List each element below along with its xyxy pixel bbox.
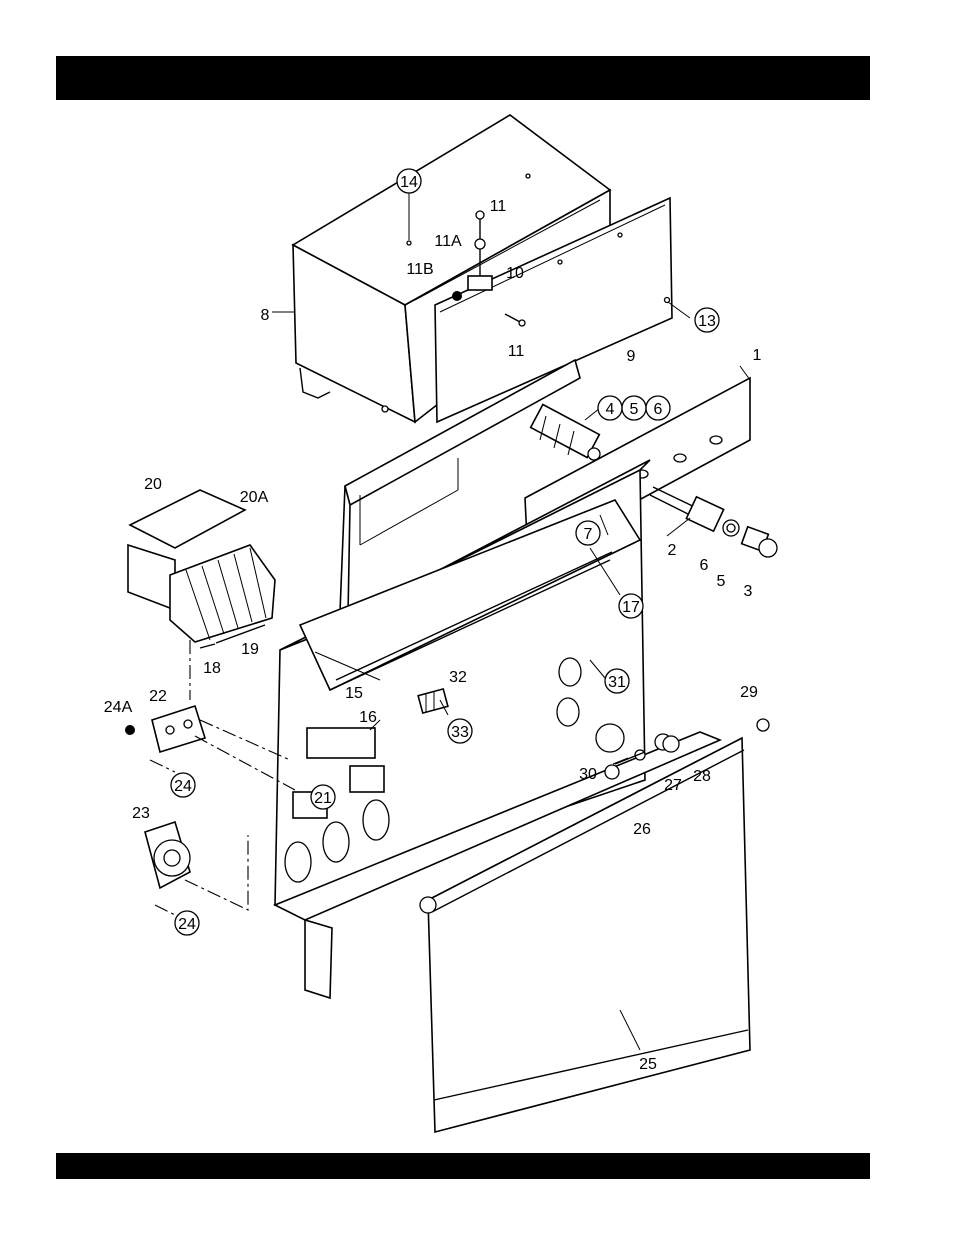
callout-6: 6 xyxy=(700,557,709,574)
callout-label: 28 xyxy=(693,768,711,785)
callout-label: 14 xyxy=(400,174,418,191)
callout-21: 21 xyxy=(311,785,335,809)
callout-9: 9 xyxy=(627,348,636,365)
callout-label: 21 xyxy=(314,790,332,807)
callout-label: 13 xyxy=(698,313,716,330)
callout-25: 25 xyxy=(639,1056,657,1073)
callout-27: 27 xyxy=(664,777,682,794)
callout-label: 33 xyxy=(451,724,469,741)
callout-label: 11 xyxy=(508,343,525,360)
callout-8: 8 xyxy=(261,307,270,324)
callout-5: 5 xyxy=(717,573,726,590)
callout-label: 3 xyxy=(744,583,753,600)
callout-10: 10 xyxy=(506,265,524,282)
callout-label: 16 xyxy=(359,709,377,726)
callout-1: 1 xyxy=(753,347,762,364)
callout-14: 14 xyxy=(397,169,421,193)
callout-5: 5 xyxy=(622,396,646,420)
callout-label: 11B xyxy=(406,261,433,278)
callout-11a: 11A xyxy=(434,233,462,250)
callout-label: 5 xyxy=(717,573,726,590)
callout-26: 26 xyxy=(633,821,651,838)
callout-24: 24 xyxy=(171,773,195,797)
callout-label: 18 xyxy=(203,660,221,677)
callout-label: 10 xyxy=(506,265,524,282)
callout-label: 27 xyxy=(664,777,682,794)
callout-label: 8 xyxy=(261,307,270,324)
callout-7: 7 xyxy=(576,521,600,545)
callout-24: 24 xyxy=(175,911,199,935)
callout-label: 5 xyxy=(630,401,639,418)
callout-label: 6 xyxy=(700,557,709,574)
callout-32: 32 xyxy=(449,669,467,686)
callout-label: 25 xyxy=(639,1056,657,1073)
roller-assembly xyxy=(531,404,600,460)
callout-11: 11 xyxy=(508,343,525,360)
callout-label: 32 xyxy=(449,669,467,686)
callout-18: 18 xyxy=(203,660,221,677)
callout-label: 11 xyxy=(490,198,507,215)
callout-30: 30 xyxy=(579,766,597,783)
callout-label: 1 xyxy=(753,347,762,364)
callout-11: 11 xyxy=(490,198,507,215)
callout-13: 13 xyxy=(695,308,719,332)
callout-2: 2 xyxy=(668,542,677,559)
callout-label: 29 xyxy=(740,684,758,701)
callout-label: 17 xyxy=(622,599,640,616)
callout-label: 6 xyxy=(654,401,663,418)
callout-33: 33 xyxy=(448,719,472,743)
callout-17: 17 xyxy=(619,594,643,618)
receptacle-22 xyxy=(125,706,205,752)
callout-24a: 24A xyxy=(104,699,133,716)
callout-22: 22 xyxy=(149,688,167,705)
callout-label: 20 xyxy=(144,476,162,493)
callout-label: 23 xyxy=(132,805,150,822)
callout-11b: 11B xyxy=(406,261,433,278)
callout-label: 30 xyxy=(579,766,597,783)
breaker-assembly xyxy=(128,490,275,648)
callout-label: 4 xyxy=(606,401,615,418)
callout-15: 15 xyxy=(345,685,363,702)
callout-4: 4 xyxy=(598,396,622,420)
callout-label: 2 xyxy=(668,542,677,559)
callout-29: 29 xyxy=(740,684,758,701)
callout-23: 23 xyxy=(132,805,150,822)
callout-label: 9 xyxy=(627,348,636,365)
callout-label: 20A xyxy=(240,489,269,506)
callout-19: 19 xyxy=(241,641,259,658)
callout-20: 20 xyxy=(144,476,162,493)
receptacle-23 xyxy=(145,822,190,888)
callout-label: 19 xyxy=(241,641,259,658)
callout-label: 24A xyxy=(104,699,133,716)
callout-label: 31 xyxy=(608,674,626,691)
callout-28: 28 xyxy=(693,768,711,785)
callout-label: 24 xyxy=(178,916,196,933)
callout-label: 11A xyxy=(434,233,462,250)
callout-31: 31 xyxy=(605,669,629,693)
callout-label: 26 xyxy=(633,821,651,838)
callout-6: 6 xyxy=(646,396,670,420)
callout-label: 15 xyxy=(345,685,363,702)
callout-20a: 20A xyxy=(240,489,269,506)
callout-label: 24 xyxy=(174,778,192,795)
callout-label: 7 xyxy=(584,526,593,543)
callout-label: 22 xyxy=(149,688,167,705)
callout-16: 16 xyxy=(359,709,377,726)
callout-3: 3 xyxy=(744,583,753,600)
